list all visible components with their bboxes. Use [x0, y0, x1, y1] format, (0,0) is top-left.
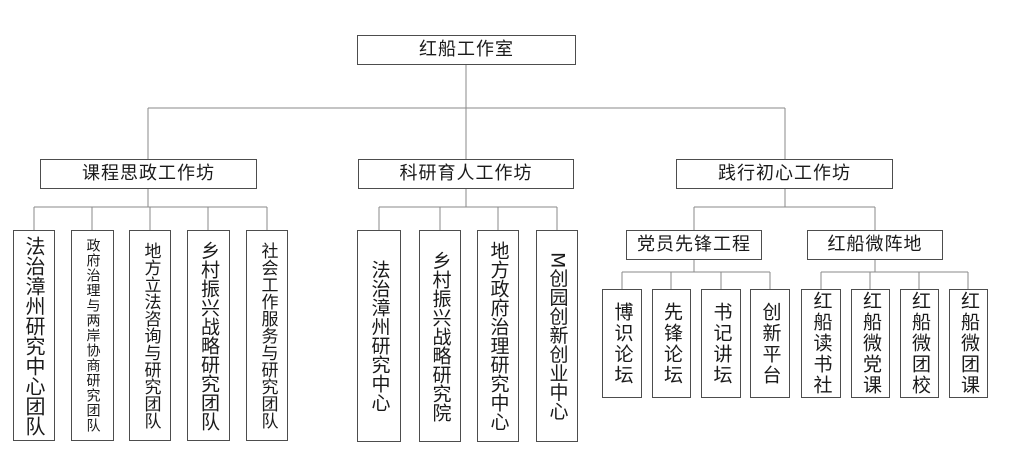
- team-node-label: 法治漳州研究中心团队: [22, 235, 46, 436]
- research-node: 法治漳州研究中心: [357, 230, 401, 442]
- leaf-node: 红船读书社: [801, 289, 841, 398]
- workshop-node: 践行初心工作坊: [676, 159, 893, 189]
- workshop-node-label: 科研育人工作坊: [399, 163, 533, 184]
- research-node-label: 法治漳州研究中心: [368, 260, 391, 412]
- research-node-label: 地方政府治理研究中心: [487, 241, 510, 431]
- leaf-node-label: 先锋论坛: [661, 301, 683, 386]
- leaf-node-label: 红船微团校: [909, 291, 931, 396]
- program-node: 党员先锋工程: [626, 230, 762, 260]
- leaf-node: 博识论坛: [602, 289, 642, 398]
- team-node: 社会工作服务与研究团队: [246, 230, 288, 441]
- root-node-label: 红船工作室: [419, 39, 514, 60]
- team-node: 法治漳州研究中心团队: [13, 230, 55, 441]
- leaf-node: 先锋论坛: [652, 289, 691, 398]
- research-node: 地方政府治理研究中心: [477, 230, 519, 442]
- leaf-node: 书记讲坛: [701, 289, 741, 398]
- workshop-node: 课程思政工作坊: [40, 159, 257, 189]
- leaf-node-label: 红船读书社: [810, 291, 833, 396]
- program-node: 红船微阵地: [807, 230, 943, 260]
- team-node: 政府治理与两岸协商研究团队: [71, 230, 114, 441]
- research-node-label: 乡村振兴战略研究院: [429, 250, 452, 422]
- root-node: 红船工作室: [357, 35, 576, 65]
- research-node: M创园创新创业中心: [536, 230, 578, 442]
- program-node-label: 红船微阵地: [827, 234, 923, 255]
- leaf-node-label: 红船微党课: [860, 291, 882, 396]
- team-node-label: 乡村振兴战略研究团队: [198, 240, 220, 431]
- workshop-node: 科研育人工作坊: [358, 159, 574, 189]
- leaf-node: 红船微团课: [949, 289, 988, 398]
- team-node: 乡村振兴战略研究团队: [187, 230, 230, 441]
- leaf-node-label: 创新平台: [759, 301, 782, 386]
- leaf-node-label: 红船微团课: [958, 291, 980, 396]
- team-node-label: 政府治理与两岸协商研究团队: [84, 238, 101, 433]
- workshop-node-label: 课程思政工作坊: [82, 163, 215, 184]
- workshop-node-label: 践行初心工作坊: [718, 163, 851, 184]
- leaf-node: 红船微党课: [851, 289, 890, 398]
- leaf-node: 创新平台: [750, 289, 790, 398]
- leaf-node: 红船微团校: [900, 289, 939, 398]
- team-node-label: 地方立法咨询与研究团队: [140, 242, 161, 429]
- program-node-label: 党员先锋工程: [637, 234, 751, 255]
- research-node-label: M创园创新创业中心: [546, 251, 569, 421]
- leaf-node-label: 书记讲坛: [710, 301, 733, 386]
- leaf-node-label: 博识论坛: [611, 301, 634, 386]
- team-node-label: 社会工作服务与研究团队: [257, 242, 278, 429]
- research-node: 乡村振兴战略研究院: [419, 230, 461, 442]
- team-node: 地方立法咨询与研究团队: [129, 230, 171, 441]
